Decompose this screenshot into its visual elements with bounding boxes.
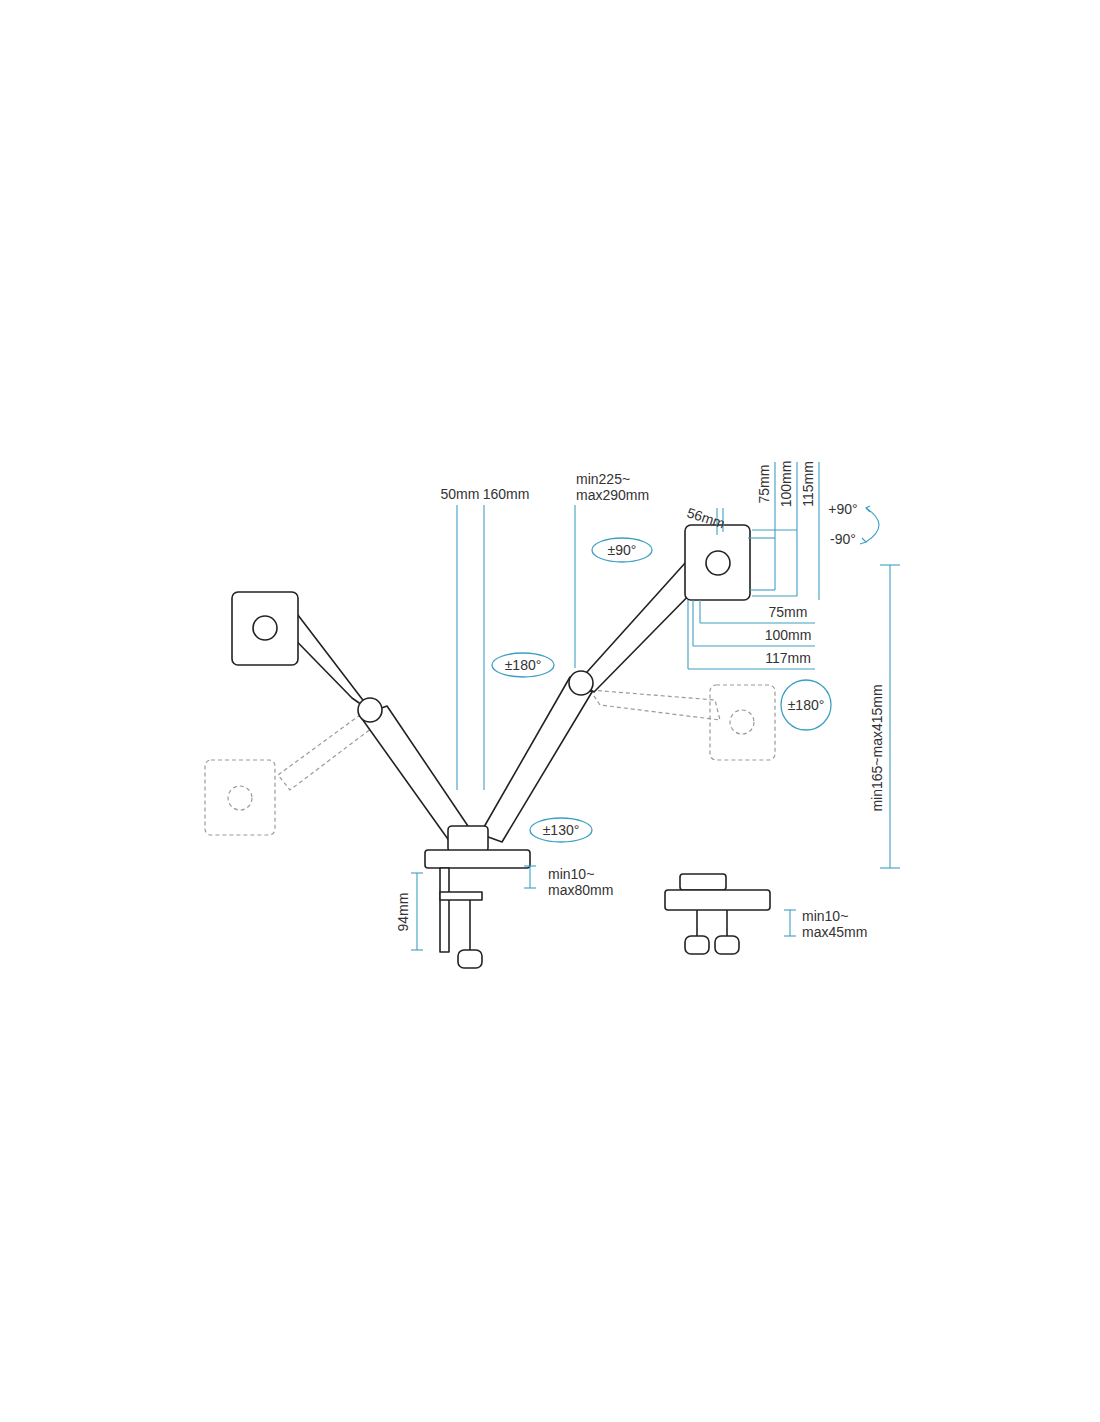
dimension-label: 75mm [769,604,808,620]
ghost-position [205,685,775,835]
rotation-label: ±180° [788,697,825,713]
dimension-label: min10~ max45mm [802,908,886,940]
rotation-label: ±180° [505,657,542,673]
dimension-label: 160mm [483,486,530,502]
rotation-label: +90° [828,501,857,517]
rotation-label: ±130° [543,822,580,838]
rotation-label: ±90° [608,542,637,558]
dimension-label: 94mm [396,893,410,932]
dimension-line [411,462,900,950]
rotation-label: -90° [830,531,856,547]
dimension-label: min10~ max80mm [548,866,632,898]
dimension-label: 100mm [779,461,793,508]
dimension-label: 100mm [765,627,812,643]
dimension-label: 75mm [757,465,771,504]
rotation-mark [492,538,831,842]
dimension-label: min225~ max290mm [576,471,652,503]
dimension-label: 115mm [801,461,815,507]
monitor-arm [232,525,770,968]
dimension-label: 50mm [441,486,480,502]
dimension-label: 117mm [765,650,811,666]
dimension-label: min165~max415mm [870,684,884,811]
